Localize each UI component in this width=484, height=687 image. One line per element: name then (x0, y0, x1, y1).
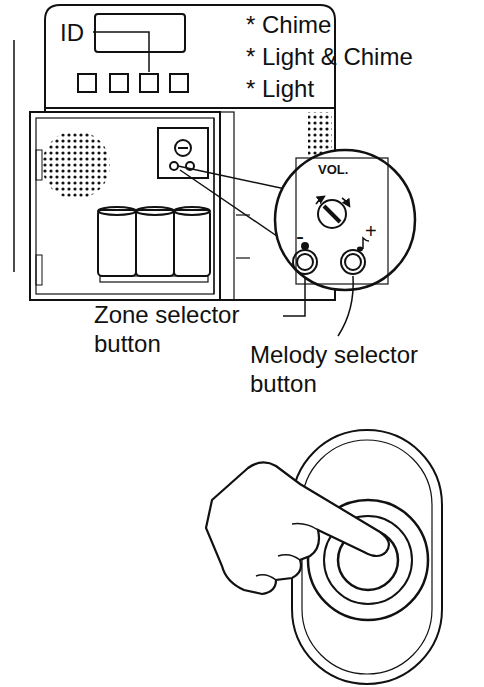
button-label: Melody selector button (250, 340, 475, 398)
mode-label: * Chime (246, 10, 331, 39)
id-label: ID (60, 18, 84, 47)
mode-label: * Light & Chime (246, 42, 413, 71)
minus-sign: - (296, 221, 304, 250)
volume-label: VOL. (318, 162, 348, 178)
mode-label: * Light (246, 74, 314, 103)
plus-sign: + (365, 219, 377, 243)
